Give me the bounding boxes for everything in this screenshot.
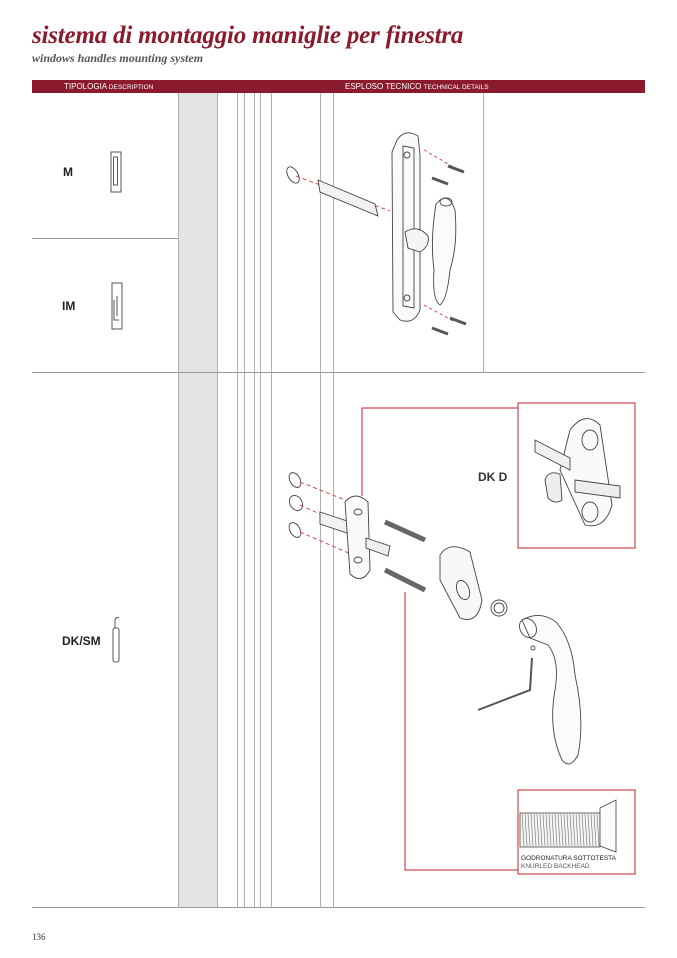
grid-vline xyxy=(483,93,484,373)
row-code-m: M xyxy=(63,165,73,179)
grid-vline xyxy=(244,93,245,907)
row-divider xyxy=(32,907,645,908)
knurl-stripe xyxy=(539,813,543,847)
knurl-stripe xyxy=(569,813,573,847)
grid-vline xyxy=(237,93,238,907)
knurl-stripe xyxy=(551,813,555,847)
dkd-detail-drawing xyxy=(534,418,621,527)
knurl-stripe xyxy=(596,813,600,847)
knurled-caption-en: KNURLED BACKHEAD xyxy=(521,862,590,870)
knurl-stripe xyxy=(563,813,567,847)
knurl-stripe xyxy=(530,813,534,847)
gray-column xyxy=(178,93,218,907)
knurled-caption-it: GODRONATURA SOTTOTESTA xyxy=(521,855,616,862)
knurl-stripe xyxy=(584,813,588,847)
page-subtitle: windows handles mounting system xyxy=(32,51,204,65)
knurl-stripe xyxy=(578,813,582,847)
knurl-stripes xyxy=(521,813,600,847)
grid-vline xyxy=(333,93,334,907)
column-header-bar: TIPOLOGIA DESCRIPTION ESPLOSO TECNICO TE… xyxy=(32,80,645,93)
typology-header-en: DESCRIPTION xyxy=(108,84,154,91)
grid-vline xyxy=(260,93,261,907)
detail-label-dkd: DK D xyxy=(478,470,508,484)
knurl-stripe xyxy=(533,813,537,847)
knurled-caption: GODRONATURA SOTTOTESTA KNURLED BACKHEAD xyxy=(521,855,616,870)
knurl-stripe xyxy=(566,813,570,847)
technical-header-it: ESPLOSO TECNICO xyxy=(345,82,422,91)
icon-m xyxy=(110,151,122,193)
icon-dksm xyxy=(112,616,120,663)
knurl-stripe xyxy=(557,813,561,847)
knurl-stripe xyxy=(524,813,528,847)
technical-header-en: TECHNICAL DETAILS xyxy=(423,84,489,91)
plate-handle-drawing xyxy=(286,132,467,336)
knurl-stripe xyxy=(554,813,558,847)
page-title: sistema di montaggio maniglie per finest… xyxy=(32,22,464,49)
technical-header: ESPLOSO TECNICO TECHNICAL DETAILS xyxy=(345,81,489,93)
page-number: 136 xyxy=(32,932,46,942)
row-divider xyxy=(32,372,645,373)
knurl-stripe xyxy=(572,813,576,847)
knurl-stripe xyxy=(521,813,525,847)
grid-vline xyxy=(254,93,255,907)
icon-im xyxy=(111,282,123,330)
knurl-stripe xyxy=(590,813,594,847)
typology-header: TIPOLOGIA DESCRIPTION xyxy=(64,81,153,93)
typology-header-it: TIPOLOGIA xyxy=(64,82,107,91)
dksm-handle-drawing xyxy=(288,472,582,765)
row-code-dksm: DK/SM xyxy=(62,634,101,648)
knurl-stripe xyxy=(527,813,531,847)
grid-vline xyxy=(320,93,321,907)
callout-lines xyxy=(361,402,636,875)
knurl-stripe xyxy=(545,813,549,847)
knurl-stripe xyxy=(536,813,540,847)
knurl-stripe xyxy=(593,813,597,847)
knurl-stripe xyxy=(587,813,591,847)
knurl-stripe xyxy=(560,813,564,847)
knurl-stripe xyxy=(542,813,546,847)
knurl-stripe xyxy=(548,813,552,847)
knurl-stripe xyxy=(575,813,579,847)
knurl-stripe xyxy=(581,813,585,847)
grid-vline xyxy=(271,93,272,907)
row-code-im: IM xyxy=(62,299,76,313)
row-divider xyxy=(32,238,178,239)
